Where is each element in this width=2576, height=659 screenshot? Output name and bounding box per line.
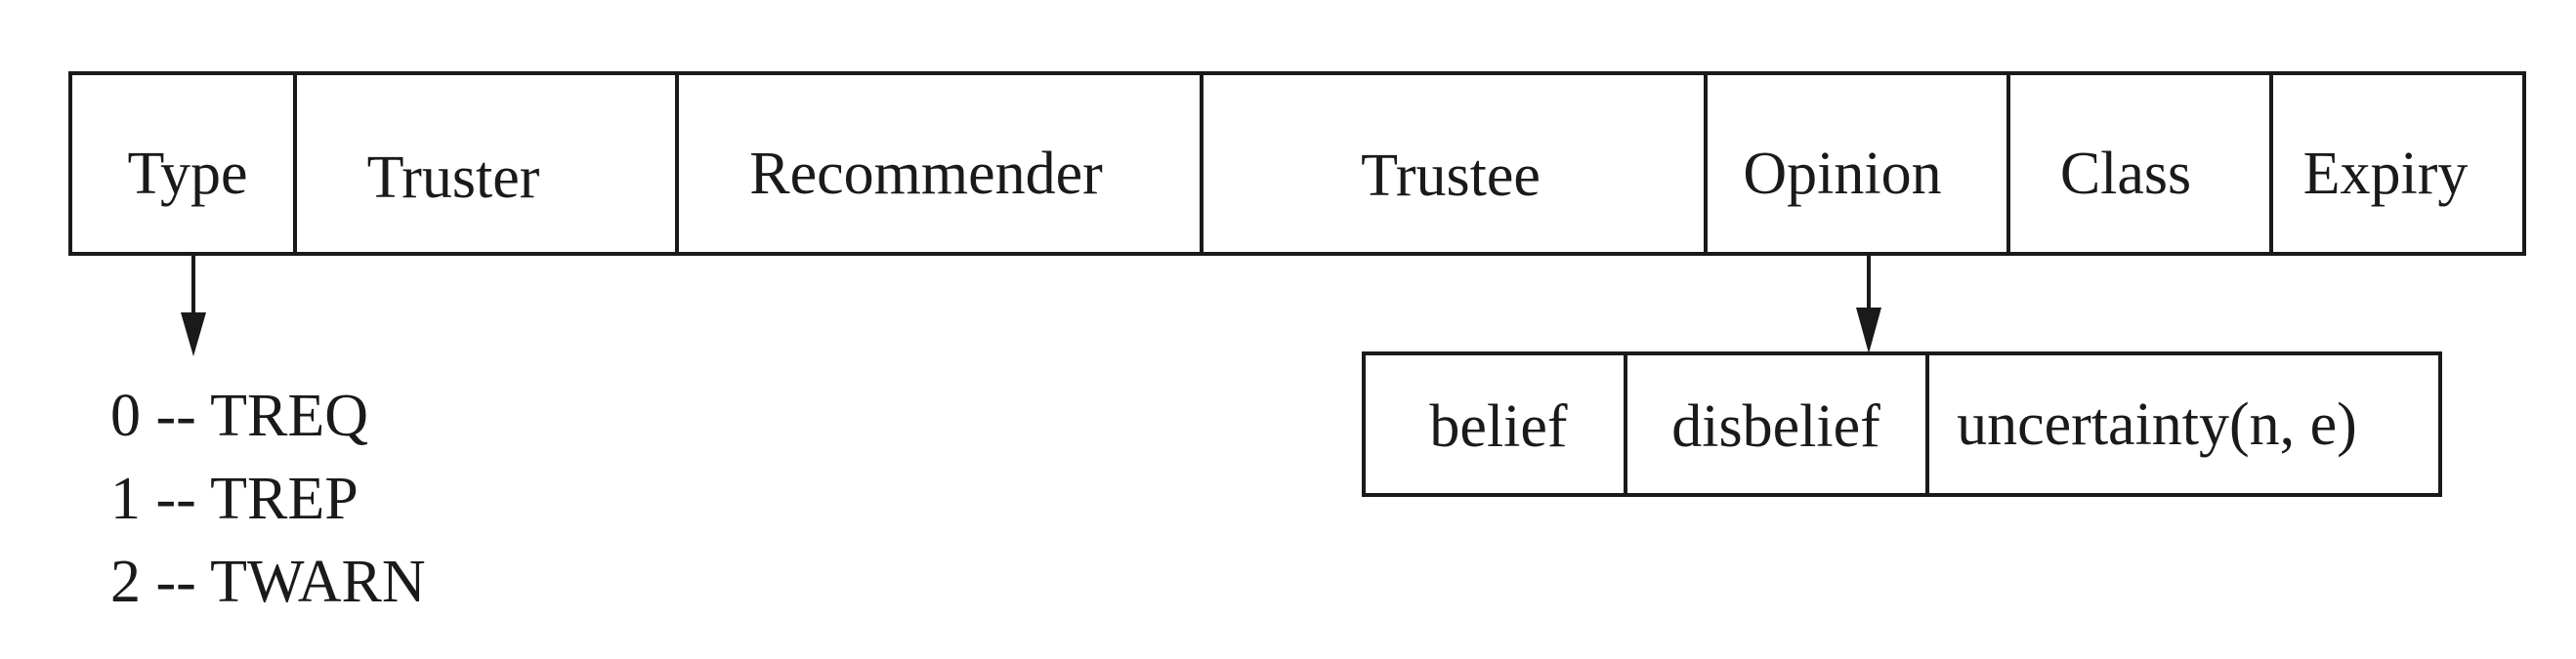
type-value-2: 2 -- TWARN [110,549,426,615]
type-arrow [181,254,206,356]
opinion-arrow [1856,254,1881,353]
opinion-arrow-head [1856,308,1881,353]
header-record-outline [68,71,2526,256]
type-arrow-head [181,312,206,356]
field-class: Class [2060,141,2191,207]
opinion-field-disbelief: disbelief [1671,393,1880,460]
field-trustee: Trustee [1361,143,1541,209]
type-value-0: 0 -- TREQ [110,383,368,449]
field-type: Type [127,141,247,207]
type-value-1: 1 -- TREP [110,466,359,532]
field-truster: Truster [367,144,540,211]
header-record: Type Truster Recommender Trustee Opinion… [68,71,2526,256]
field-opinion: Opinion [1743,141,1941,207]
field-expiry: Expiry [2303,141,2469,207]
opinion-field-belief: belief [1429,393,1567,460]
opinion-field-uncertainty: uncertainty(n, e) [1957,391,2357,458]
type-values-list: 0 -- TREQ 1 -- TREP 2 -- TWARN [110,383,426,615]
opinion-record-outline [1362,351,2442,497]
opinion-record: belief disbelief uncertainty(n, e) [1362,351,2442,497]
field-recommender: Recommender [749,141,1103,207]
